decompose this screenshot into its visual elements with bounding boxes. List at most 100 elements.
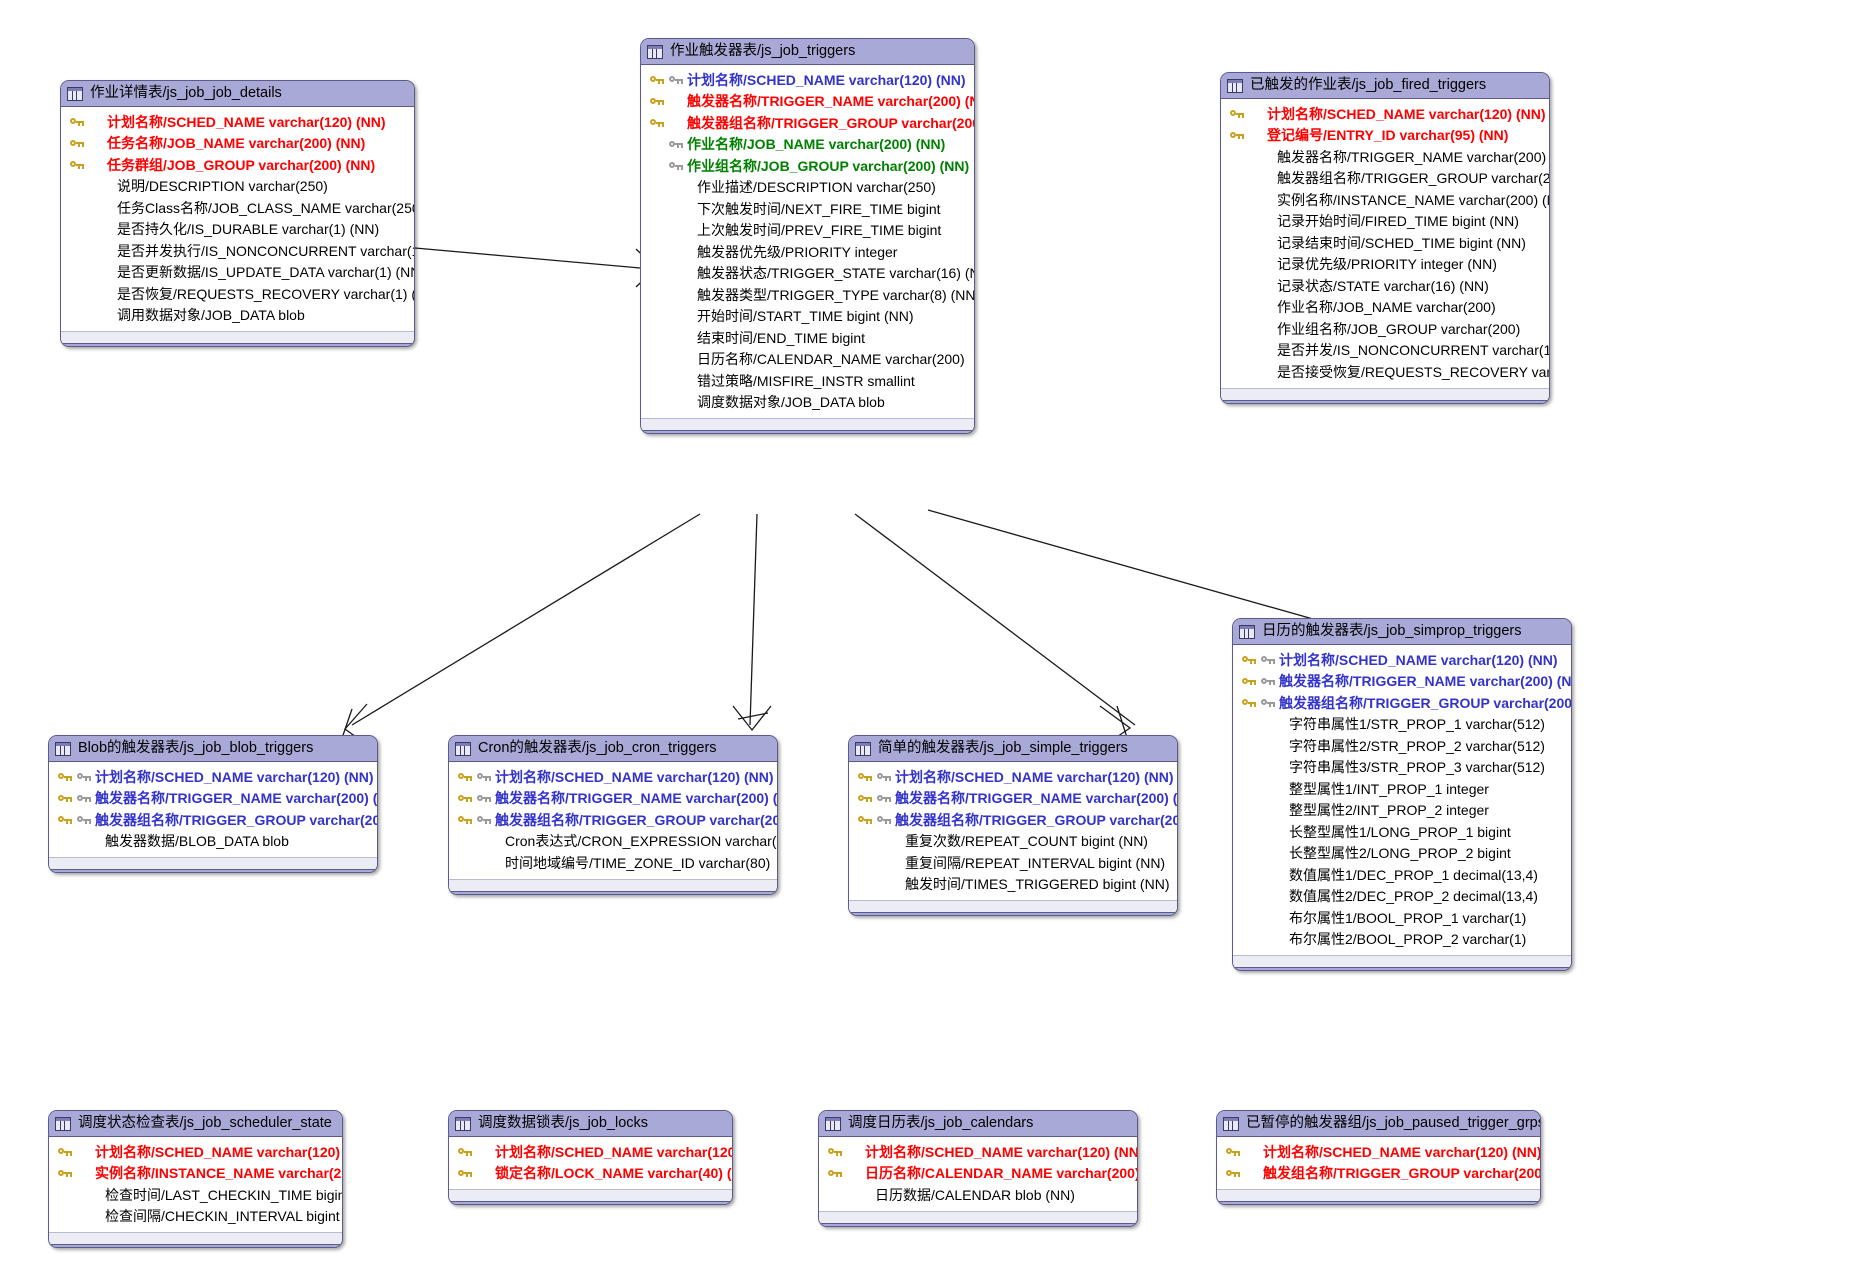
entity-title-bar[interactable]: Cron的触发器表/js_job_cron_triggers <box>449 736 777 762</box>
entity-cron_triggers[interactable]: Cron的触发器表/js_job_cron_triggers 计划名称/SCHED… <box>448 735 778 895</box>
field-row[interactable]: 记录状态/STATE varchar(16) (NN) <box>1221 275 1549 297</box>
entity-paused_trigger_grps[interactable]: 已暂停的触发器组/js_job_paused_trigger_grps 计划名称/… <box>1216 1110 1541 1205</box>
entity-title-bar[interactable]: 简单的触发器表/js_job_simple_triggers <box>849 736 1177 762</box>
field-row[interactable]: 字符串属性1/STR_PROP_1 varchar(512) <box>1233 714 1571 736</box>
field-row[interactable]: 记录优先级/PRIORITY integer (NN) <box>1221 254 1549 276</box>
field-row[interactable]: 日历名称/CALENDAR_NAME varchar(200) (NN) <box>819 1163 1137 1185</box>
entity-locks[interactable]: 调度数据锁表/js_job_locks 计划名称/SCHED_NAME varch… <box>448 1110 733 1205</box>
field-row[interactable]: 计划名称/SCHED_NAME varchar(120) (NN) <box>449 1141 732 1163</box>
field-row[interactable]: 日历名称/CALENDAR_NAME varchar(200) <box>641 349 974 371</box>
field-row[interactable]: 触发器优先级/PRIORITY integer <box>641 241 974 263</box>
field-row[interactable]: 计划名称/SCHED_NAME varchar(120) (NN) <box>49 766 377 788</box>
field-row[interactable]: 计划名称/SCHED_NAME varchar(120) (NN) <box>819 1141 1137 1163</box>
field-row[interactable]: 触发器数据/BLOB_DATA blob <box>49 831 377 853</box>
entity-title-bar[interactable]: Blob的触发器表/js_job_blob_triggers <box>49 736 377 762</box>
entity-scheduler_state[interactable]: 调度状态检查表/js_job_scheduler_state 计划名称/SCHED… <box>48 1110 343 1248</box>
entity-title-bar[interactable]: 作业触发器表/js_job_triggers <box>641 39 974 65</box>
field-row[interactable]: 整型属性2/INT_PROP_2 integer <box>1233 800 1571 822</box>
field-row[interactable]: 检查时间/LAST_CHECKIN_TIME bigint (NN) <box>49 1184 342 1206</box>
field-row[interactable]: 是否并发执行/IS_NONCONCURRENT varchar(1) (NN) <box>61 240 414 262</box>
field-row[interactable]: 计划名称/SCHED_NAME varchar(120) (NN) <box>849 766 1177 788</box>
entity-simple_triggers[interactable]: 简单的触发器表/js_job_simple_triggers 计划名称/SCHED… <box>848 735 1178 916</box>
field-row[interactable]: 作业名称/JOB_NAME varchar(200) (NN) <box>641 134 974 156</box>
field-row[interactable]: 触发器名称/TRIGGER_NAME varchar(200) (NN) <box>449 788 777 810</box>
field-row[interactable]: 触发器组名称/TRIGGER_GROUP varchar(200) (NN) <box>49 809 377 831</box>
field-row[interactable]: 触发器组名称/TRIGGER_GROUP varchar(200) (NN) <box>1233 692 1571 714</box>
field-row[interactable]: 数值属性1/DEC_PROP_1 decimal(13,4) <box>1233 864 1571 886</box>
field-row[interactable]: 触发器名称/TRIGGER_NAME varchar(200) (NN) <box>849 788 1177 810</box>
field-row[interactable]: 锁定名称/LOCK_NAME varchar(40) (NN) <box>449 1163 732 1185</box>
field-row[interactable]: 重复次数/REPEAT_COUNT bigint (NN) <box>849 831 1177 853</box>
field-row[interactable]: 布尔属性1/BOOL_PROP_1 varchar(1) <box>1233 907 1571 929</box>
field-row[interactable]: 字符串属性2/STR_PROP_2 varchar(512) <box>1233 735 1571 757</box>
field-row[interactable]: 整型属性1/INT_PROP_1 integer <box>1233 778 1571 800</box>
field-row[interactable]: 触发时间/TIMES_TRIGGERED bigint (NN) <box>849 874 1177 896</box>
field-row[interactable]: 记录开始时间/FIRED_TIME bigint (NN) <box>1221 211 1549 233</box>
field-row[interactable]: 任务群组/JOB_GROUP varchar(200) (NN) <box>61 154 414 176</box>
field-row[interactable]: 任务名称/JOB_NAME varchar(200) (NN) <box>61 133 414 155</box>
entity-title-bar[interactable]: 日历的触发器表/js_job_simprop_triggers <box>1233 619 1571 645</box>
field-row[interactable]: 计划名称/SCHED_NAME varchar(120) (NN) <box>641 69 974 91</box>
field-row[interactable]: 触发器组名称/TRIGGER_GROUP varchar(200) (NN) <box>641 112 974 134</box>
field-row[interactable]: 长整型属性1/LONG_PROP_1 bigint <box>1233 821 1571 843</box>
field-row[interactable]: 字符串属性3/STR_PROP_3 varchar(512) <box>1233 757 1571 779</box>
field-row[interactable]: 下次触发时间/NEXT_FIRE_TIME bigint <box>641 198 974 220</box>
field-row[interactable]: 是否持久化/IS_DURABLE varchar(1) (NN) <box>61 219 414 241</box>
entity-title-bar[interactable]: 调度状态检查表/js_job_scheduler_state <box>49 1111 342 1137</box>
field-row[interactable]: 是否并发/IS_NONCONCURRENT varchar(1) <box>1221 340 1549 362</box>
entity-title-bar[interactable]: 调度日历表/js_job_calendars <box>819 1111 1137 1137</box>
field-row[interactable]: 计划名称/SCHED_NAME varchar(120) (NN) <box>449 766 777 788</box>
field-row[interactable]: 任务Class名称/JOB_CLASS_NAME varchar(250) (N… <box>61 197 414 219</box>
field-row[interactable]: 计划名称/SCHED_NAME varchar(120) (NN) <box>49 1141 342 1163</box>
field-row[interactable]: 结束时间/END_TIME bigint <box>641 327 974 349</box>
field-row[interactable]: 日历数据/CALENDAR blob (NN) <box>819 1184 1137 1206</box>
field-row[interactable]: 检查间隔/CHECKIN_INTERVAL bigint (NN) <box>49 1206 342 1228</box>
entity-job_details[interactable]: 作业详情表/js_job_job_details 计划名称/SCHED_NAME … <box>60 80 415 347</box>
entity-simprop_triggers[interactable]: 日历的触发器表/js_job_simprop_triggers 计划名称/SCHE… <box>1232 618 1572 971</box>
field-row[interactable]: 长整型属性2/LONG_PROP_2 bigint <box>1233 843 1571 865</box>
field-row[interactable]: 上次触发时间/PREV_FIRE_TIME bigint <box>641 220 974 242</box>
entity-blob_triggers[interactable]: Blob的触发器表/js_job_blob_triggers 计划名称/SCHED… <box>48 735 378 873</box>
field-row[interactable]: 时间地域编号/TIME_ZONE_ID varchar(80) <box>449 852 777 874</box>
field-row[interactable]: 数值属性2/DEC_PROP_2 decimal(13,4) <box>1233 886 1571 908</box>
field-row[interactable]: 说明/DESCRIPTION varchar(250) <box>61 176 414 198</box>
field-row[interactable]: 计划名称/SCHED_NAME varchar(120) (NN) <box>1233 649 1571 671</box>
field-row[interactable]: 作业名称/JOB_NAME varchar(200) <box>1221 297 1549 319</box>
field-row[interactable]: 触发器状态/TRIGGER_STATE varchar(16) (NN) <box>641 263 974 285</box>
field-row[interactable]: 实例名称/INSTANCE_NAME varchar(200) (NN) <box>1221 189 1549 211</box>
field-row[interactable]: Cron表达式/CRON_EXPRESSION varchar(120) (NN… <box>449 831 777 853</box>
field-row[interactable]: 是否更新数据/IS_UPDATE_DATA varchar(1) (NN) <box>61 262 414 284</box>
field-row[interactable]: 实例名称/INSTANCE_NAME varchar(200) (NN) <box>49 1163 342 1185</box>
field-row[interactable]: 重复间隔/REPEAT_INTERVAL bigint (NN) <box>849 852 1177 874</box>
field-row[interactable]: 触发器名称/TRIGGER_NAME varchar(200) (NN) <box>641 91 974 113</box>
field-row[interactable]: 作业组名称/JOB_GROUP varchar(200) <box>1221 318 1549 340</box>
field-row[interactable]: 登记编号/ENTRY_ID varchar(95) (NN) <box>1221 125 1549 147</box>
entity-title-bar[interactable]: 作业详情表/js_job_job_details <box>61 81 414 107</box>
field-row[interactable]: 计划名称/SCHED_NAME varchar(120) (NN) <box>1221 103 1549 125</box>
field-row[interactable]: 调用数据对象/JOB_DATA blob <box>61 305 414 327</box>
field-row[interactable]: 触发器组名称/TRIGGER_GROUP varchar(200) (NN) <box>1221 168 1549 190</box>
field-row[interactable]: 触发器名称/TRIGGER_NAME varchar(200) (NN) <box>1221 146 1549 168</box>
entity-fired_triggers[interactable]: 已触发的作业表/js_job_fired_triggers 计划名称/SCHED_… <box>1220 72 1550 404</box>
entity-calendars[interactable]: 调度日历表/js_job_calendars 计划名称/SCHED_NAME va… <box>818 1110 1138 1227</box>
field-row[interactable]: 计划名称/SCHED_NAME varchar(120) (NN) <box>1217 1141 1540 1163</box>
field-row[interactable]: 触发组名称/TRIGGER_GROUP varchar(200) (NN) <box>1217 1163 1540 1185</box>
field-row[interactable]: 记录结束时间/SCHED_TIME bigint (NN) <box>1221 232 1549 254</box>
field-row[interactable]: 开始时间/START_TIME bigint (NN) <box>641 306 974 328</box>
field-row[interactable]: 是否接受恢复/REQUESTS_RECOVERY varchar(1) <box>1221 361 1549 383</box>
field-row[interactable]: 作业组名称/JOB_GROUP varchar(200) (NN) <box>641 155 974 177</box>
field-row[interactable]: 触发器名称/TRIGGER_NAME varchar(200) (NN) <box>49 788 377 810</box>
field-row[interactable]: 触发器组名称/TRIGGER_GROUP varchar(200) (NN) <box>849 809 1177 831</box>
field-row[interactable]: 布尔属性2/BOOL_PROP_2 varchar(1) <box>1233 929 1571 951</box>
entity-title-bar[interactable]: 调度数据锁表/js_job_locks <box>449 1111 732 1137</box>
entity-job_triggers[interactable]: 作业触发器表/js_job_triggers 计划名称/SCHED_NAME va… <box>640 38 975 434</box>
field-row[interactable]: 调度数据对象/JOB_DATA blob <box>641 392 974 414</box>
field-row[interactable]: 作业描述/DESCRIPTION varchar(250) <box>641 177 974 199</box>
entity-title-bar[interactable]: 已触发的作业表/js_job_fired_triggers <box>1221 73 1549 99</box>
entity-title-bar[interactable]: 已暂停的触发器组/js_job_paused_trigger_grps <box>1217 1111 1540 1137</box>
field-row[interactable]: 触发器组名称/TRIGGER_GROUP varchar(200) (NN) <box>449 809 777 831</box>
field-row[interactable]: 是否恢复/REQUESTS_RECOVERY varchar(1) (NN) <box>61 283 414 305</box>
field-row[interactable]: 触发器类型/TRIGGER_TYPE varchar(8) (NN) <box>641 284 974 306</box>
field-row[interactable]: 计划名称/SCHED_NAME varchar(120) (NN) <box>61 111 414 133</box>
field-row[interactable]: 触发器名称/TRIGGER_NAME varchar(200) (NN) <box>1233 671 1571 693</box>
